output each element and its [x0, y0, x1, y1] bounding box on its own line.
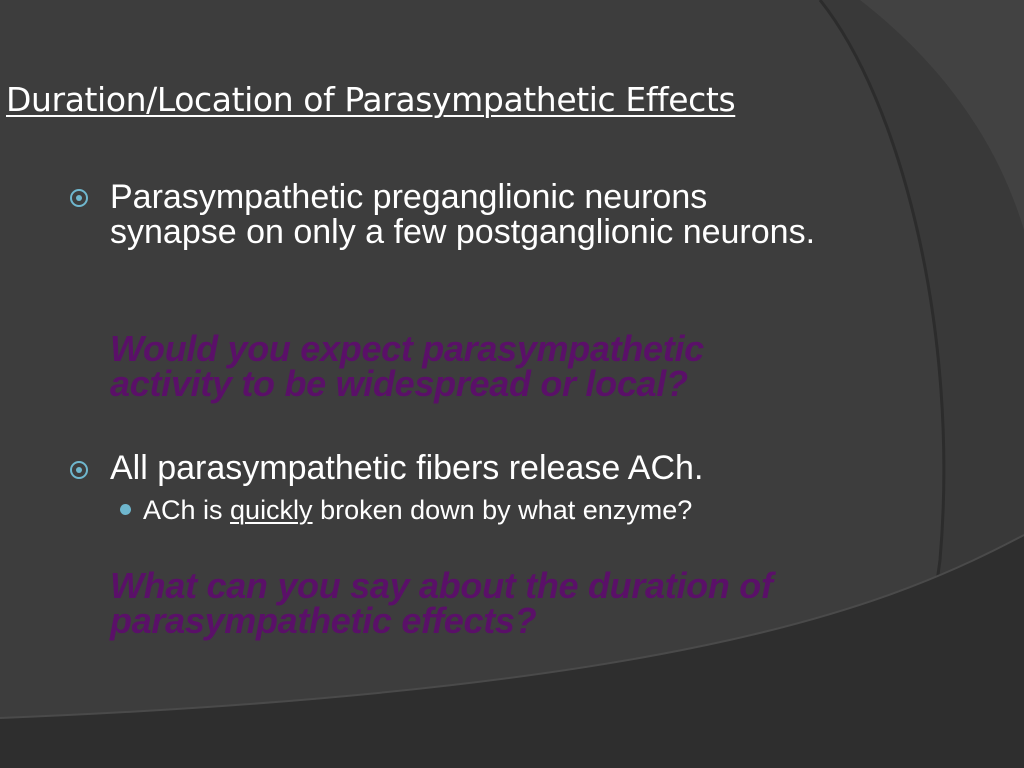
- sub-bullet-text-after: broken down by what enzyme?: [312, 495, 693, 525]
- dot-bullet-icon: [120, 504, 131, 515]
- ring-bullet-icon: [70, 189, 88, 207]
- slide-title: Duration/Location of Parasympathetic Eff…: [6, 80, 736, 119]
- bullet-text-preganglionic: Parasympathetic preganglionic neurons sy…: [110, 178, 816, 251]
- question-widespread-or-local: Would you expect parasympathetic activit…: [110, 328, 704, 404]
- sub-bullet-enzyme-question: ACh is quickly broken down by what enzym…: [143, 494, 863, 526]
- emphasis-quickly: quickly: [230, 495, 313, 525]
- sub-bullet-text-before: ACh is: [143, 495, 231, 525]
- ring-bullet-icon: [70, 461, 88, 479]
- bullet-text-ach-release: All parasympathetic fibers release ACh.: [110, 449, 704, 487]
- question-duration: What can you say about the duration of p…: [110, 565, 773, 641]
